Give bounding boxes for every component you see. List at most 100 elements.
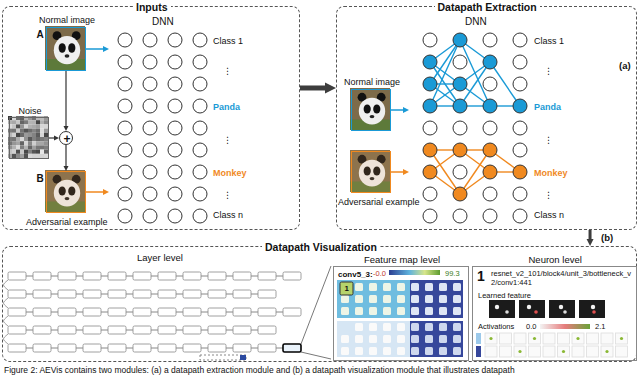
layer-link [251,330,258,331]
feature-map-view: Feature map levelconv5_3:-0.099.3 [333,266,469,361]
text-label: Activations [478,323,514,332]
noise-pixel [44,129,48,133]
eye-patch [373,104,380,113]
neuron [118,99,132,113]
feature-cell [355,295,363,303]
connector-line [300,85,325,90]
perturbation [350,150,390,192]
noise-pixel [28,137,32,141]
feature-cell [383,323,391,331]
layer-link [226,294,233,295]
layer-box [133,308,151,316]
noise-pixel [44,120,48,124]
neuron [453,33,467,47]
feature-spot [559,305,563,309]
layer-link [201,294,208,295]
image-ground [350,88,390,130]
layer-link [101,330,108,331]
neuron [143,121,157,135]
neuron [423,77,437,91]
noise-pixel [16,120,20,124]
layer-link [176,276,183,277]
neuron [513,77,527,91]
noise-pixel [20,154,24,158]
feature-cell [355,283,363,291]
neuron [423,33,437,47]
neuron [453,121,467,135]
feature-map [337,270,463,357]
layer-box [183,326,201,334]
neuron [453,187,467,201]
noise-pixel [16,150,20,154]
feature-spot [495,305,499,309]
text-label: 2.1 [595,323,605,332]
connector-line [86,191,103,193]
arrow-connector [86,46,109,52]
layer-box [233,272,251,280]
activation-cell [500,346,512,357]
layer-box [258,326,276,334]
text-label: ⋮ [223,190,232,200]
layer-link [126,276,133,277]
feature-cell [439,295,447,303]
learned-feature [489,300,515,318]
activation-cell [587,333,599,344]
arrow-connector [49,136,59,141]
layer-box [208,308,226,316]
layer-link [151,348,158,349]
learned-feature [579,300,605,318]
noise-pixel [36,133,40,137]
noise-pixel [36,150,40,154]
layer-box [83,308,101,316]
feature-cell [355,307,363,315]
activation-dot [620,337,623,340]
noise-pixel [32,133,36,137]
learned-feature [549,300,575,318]
arrow-head [103,189,109,195]
neuron [193,77,207,91]
text-label: Feature map level [364,255,440,266]
feature-cell [411,335,419,343]
dashed-panel: Datapath Extraction(a)Normal imageAdvers… [336,6,637,230]
arrow-connector [64,145,69,171]
feature-cell [383,335,391,343]
text-label: Adversarial example [26,217,108,227]
text-label: Layer level [137,253,183,264]
layer-link [176,312,183,313]
color-bar [389,270,440,275]
text-label: (a) [619,61,631,72]
text-label: Noise [19,106,42,116]
activation-dot [533,337,536,340]
neuron [453,77,467,91]
layer-link [76,276,83,277]
datapath-link [430,40,460,106]
layer-box [233,326,251,334]
feature-cell [369,323,377,331]
feature-cell [439,335,447,343]
eye-patch [68,43,75,53]
layer-link [276,276,283,277]
neuron [143,143,157,157]
neuron [513,55,527,69]
noise-pixel [12,133,16,137]
arrow-connector [391,107,409,113]
layer-link [151,294,158,295]
activation-cell [601,333,613,344]
layer-link [251,276,258,277]
feature-spot [534,310,538,314]
feature-cell [369,307,377,315]
noise-pixel [36,124,40,128]
neuron [483,209,497,223]
neuron [453,99,467,113]
noise-pixel [20,137,24,141]
feature-cell [383,283,391,291]
neuron [168,55,182,69]
noise-pixel [24,137,28,141]
noise-pixel [32,129,36,133]
layer-link [201,276,208,277]
neuron [513,33,527,47]
text-label: B [37,173,44,185]
noise-pixel [24,129,28,133]
network: DNNClass 1⋮Panda⋮Monkey⋮Class n [109,15,299,229]
selected-layer [283,344,301,352]
